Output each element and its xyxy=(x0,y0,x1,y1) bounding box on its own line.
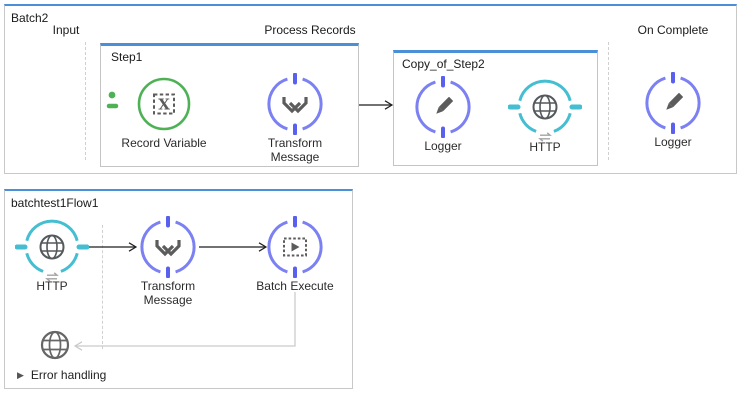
exchange-arrows-icon xyxy=(538,132,552,142)
batch-section-process-records-label: Process Records xyxy=(264,23,356,37)
batch-step1-scope[interactable]: Step1 X Record Variable Transform Messag… xyxy=(100,43,359,167)
error-handling-toggle[interactable]: ▶ Error handling xyxy=(17,368,106,382)
batch-execute-node[interactable] xyxy=(264,216,326,278)
node-label: Record Variable xyxy=(121,136,207,150)
source-divider xyxy=(102,225,103,349)
batch-section-on-complete-label: On Complete xyxy=(637,23,709,37)
node-label: Logger xyxy=(424,139,462,153)
batch-job-container[interactable]: Batch2 Input Process Records On Complete… xyxy=(4,4,737,174)
node-label: Logger xyxy=(654,135,692,149)
section-divider xyxy=(85,42,86,160)
node-label: Transform Message xyxy=(267,136,323,165)
dataweave-icon xyxy=(155,240,181,257)
section-divider xyxy=(608,42,609,160)
http-request-node[interactable] xyxy=(508,75,582,143)
pencil-icon xyxy=(436,96,454,114)
node-label: Transform Message xyxy=(140,279,196,308)
step-title: Copy_of_Step2 xyxy=(402,57,485,71)
flow-title: Batch2 xyxy=(11,11,49,25)
batch-execute-icon xyxy=(283,237,307,257)
error-handling-label: Error handling xyxy=(30,368,107,382)
node-label: HTTP xyxy=(529,140,561,154)
transform-message-node[interactable] xyxy=(137,216,199,278)
exchange-arrows-icon xyxy=(45,272,59,282)
error-http-node[interactable] xyxy=(39,329,71,361)
globe-icon xyxy=(532,94,558,120)
flow-container[interactable]: batchtest1Flow1 HTTP xyxy=(4,189,353,389)
transform-message-node[interactable] xyxy=(264,73,326,135)
record-variable-node[interactable]: X xyxy=(106,73,195,135)
expand-triangle-icon: ▶ xyxy=(17,369,24,380)
dataweave-icon xyxy=(282,97,308,114)
batch-step2-scope[interactable]: Copy_of_Step2 Logger xyxy=(393,50,598,166)
pencil-icon xyxy=(666,92,684,110)
svg-text:X: X xyxy=(158,96,170,114)
step-title: Step1 xyxy=(111,50,143,64)
node-label: HTTP xyxy=(36,279,68,293)
on-complete-logger-node[interactable] xyxy=(642,72,704,134)
globe-icon xyxy=(39,234,65,260)
record-variable-icon: X xyxy=(153,93,175,115)
logger-node[interactable] xyxy=(412,76,474,138)
http-listener-node[interactable] xyxy=(15,215,89,283)
batch-section-input-label: Input xyxy=(52,23,80,37)
globe-icon xyxy=(40,330,70,360)
node-label: Batch Execute xyxy=(256,279,334,293)
flow-title: batchtest1Flow1 xyxy=(11,196,99,210)
source-dot-icon xyxy=(108,91,116,99)
